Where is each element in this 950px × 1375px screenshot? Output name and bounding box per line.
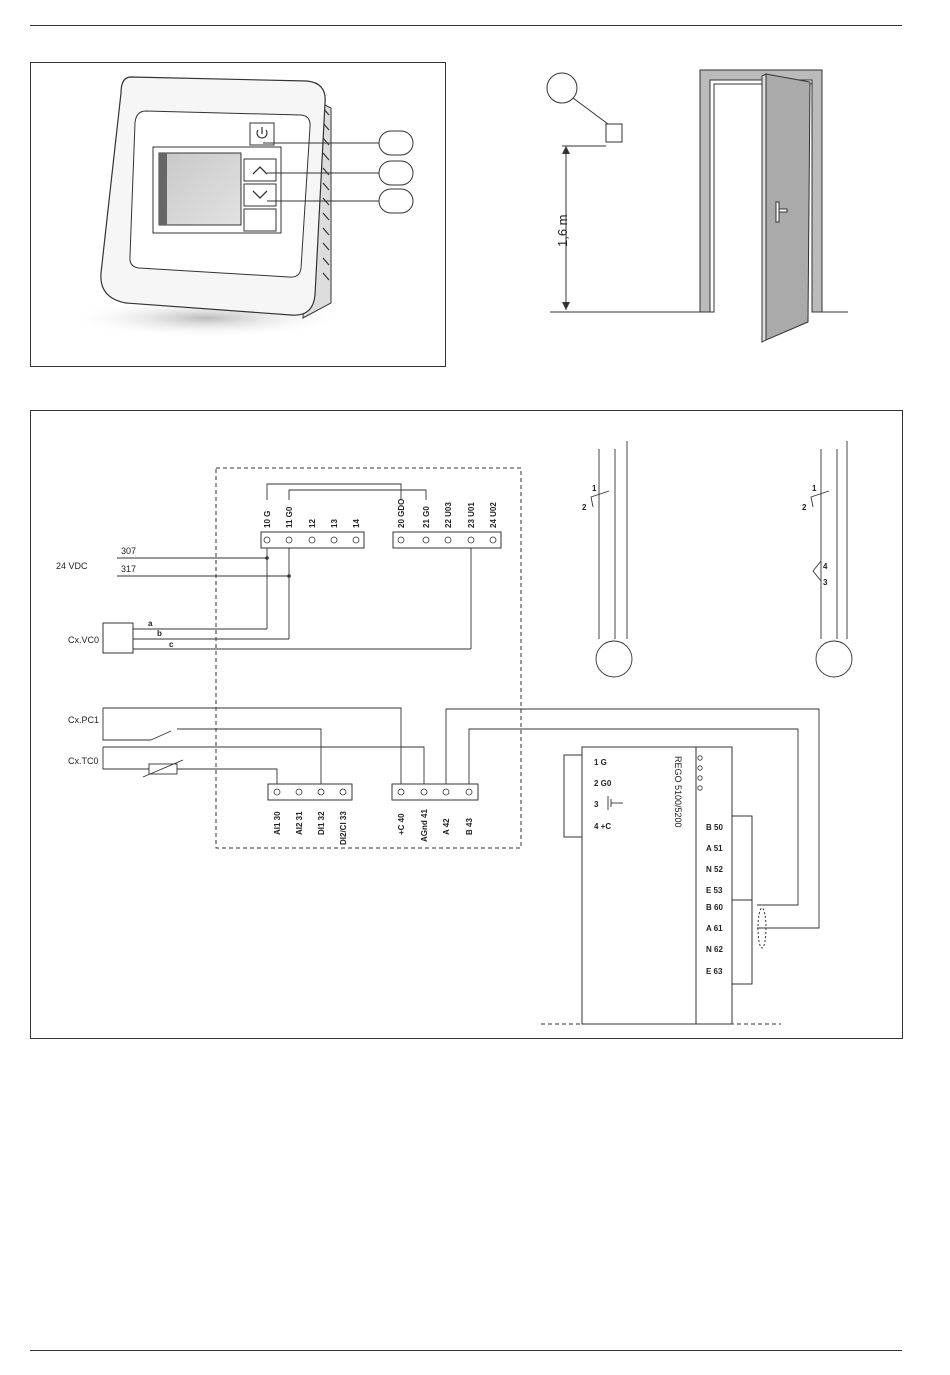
thermostat-illustration <box>31 63 445 366</box>
terminal-strip-bottom-left: AI1 30 AI2 31 DI1 32 DI2/CI 33 <box>268 784 352 845</box>
wire-a: a <box>148 619 153 628</box>
terminal-24: 24 U02 <box>489 502 498 528</box>
wiring-panel: 10 G 11 G0 12 13 14 20 GDO 21 G0 22 U03 … <box>30 410 903 1039</box>
callout-3 <box>379 189 413 213</box>
valve-actuator-icon <box>811 441 852 677</box>
terminal-43: B 43 <box>465 818 474 835</box>
sensor-box <box>606 124 622 142</box>
terminal-10: 10 G <box>263 511 272 528</box>
terminal-33: DI2/CI 33 <box>339 811 348 845</box>
valve-right-label-2: 2 <box>802 503 807 512</box>
callout-circle <box>547 73 577 103</box>
rego-terminal-53: E 53 <box>706 886 723 895</box>
terminal-30: AI1 30 <box>273 811 282 835</box>
valve-actuator-icon <box>591 441 632 677</box>
wiring-diagram: 10 G 11 G0 12 13 14 20 GDO 21 G0 22 U03 … <box>31 411 902 1038</box>
terminal-strip-bottom-right: +C 40 AGnd 41 A 42 B 43 <box>392 784 478 842</box>
rego-terminal-50: B 50 <box>706 823 723 832</box>
rego-terminal-1: 1 G <box>594 758 607 767</box>
terminal-strip-top-left: 10 G 11 G0 12 13 14 <box>261 506 364 548</box>
vc0-box <box>103 623 133 653</box>
callout-2 <box>379 161 413 185</box>
bottom-rule <box>30 1350 902 1351</box>
door-icon <box>700 70 822 342</box>
rego-terminal-52: N 52 <box>706 865 723 874</box>
wire-c: c <box>169 640 174 649</box>
terminal-14: 14 <box>352 519 361 528</box>
rego-terminal-60: B 60 <box>706 903 723 912</box>
terminal-12: 12 <box>308 519 317 528</box>
height-label: 1,6 m <box>555 214 570 247</box>
valve-left-label-2: 2 <box>582 503 587 512</box>
terminal-31: AI2 31 <box>295 811 304 835</box>
up-button[interactable] <box>244 159 276 181</box>
valve-left-label-1: 1 <box>592 484 597 493</box>
device-panel <box>30 62 446 367</box>
terminal-11: 11 G0 <box>285 506 294 528</box>
terminal-22: 22 U03 <box>444 502 453 528</box>
down-button[interactable] <box>244 184 276 206</box>
callout-1 <box>379 131 413 155</box>
valve-right-label-4: 4 <box>823 562 828 571</box>
rego-title: REGO 5100/5200 <box>673 756 683 828</box>
terminal-13: 13 <box>330 519 339 528</box>
valve-right-label-1: 1 <box>812 484 817 493</box>
rego-unit: 1 G 2 G0 3 4 +C REGO 5100/5200 B 50 A 51… <box>541 747 781 1024</box>
tc0-label: Cx.TC0 <box>68 756 99 766</box>
rego-terminal-62: N 62 <box>706 945 723 954</box>
supply-label: 24 VDC <box>56 561 88 571</box>
wire-b: b <box>157 629 162 638</box>
terminal-42: A 42 <box>442 818 451 835</box>
terminal-20: 20 GDO <box>397 499 406 528</box>
terminal-41: AGnd 41 <box>420 809 429 842</box>
rego-terminal-63: E 63 <box>706 967 723 976</box>
mounting-height-illustration: 1,6 m <box>530 62 860 352</box>
vc0-label: Cx.VC0 <box>68 635 99 645</box>
rego-terminal-4: 4 +C <box>594 822 611 831</box>
rego-terminal-2: 2 G0 <box>594 779 612 788</box>
terminal-strip-top-right: 20 GDO 21 G0 22 U03 23 U01 24 U02 <box>393 499 501 548</box>
rego-terminal-51: A 51 <box>706 844 723 853</box>
power-button[interactable] <box>250 123 274 145</box>
pc1-label: Cx.PC1 <box>68 715 99 725</box>
terminal-23: 23 U01 <box>467 502 476 528</box>
terminal-32: DI1 32 <box>317 811 326 835</box>
valve-right-label-3: 3 <box>823 578 828 587</box>
rego-terminal-3: 3 <box>594 800 599 809</box>
terminal-21: 21 G0 <box>422 506 431 528</box>
terminal-40: +C 40 <box>397 813 406 835</box>
wire-307: 307 <box>121 546 136 556</box>
rego-terminal-61: A 61 <box>706 924 723 933</box>
top-rule <box>30 25 902 26</box>
wire-317: 317 <box>121 564 136 574</box>
